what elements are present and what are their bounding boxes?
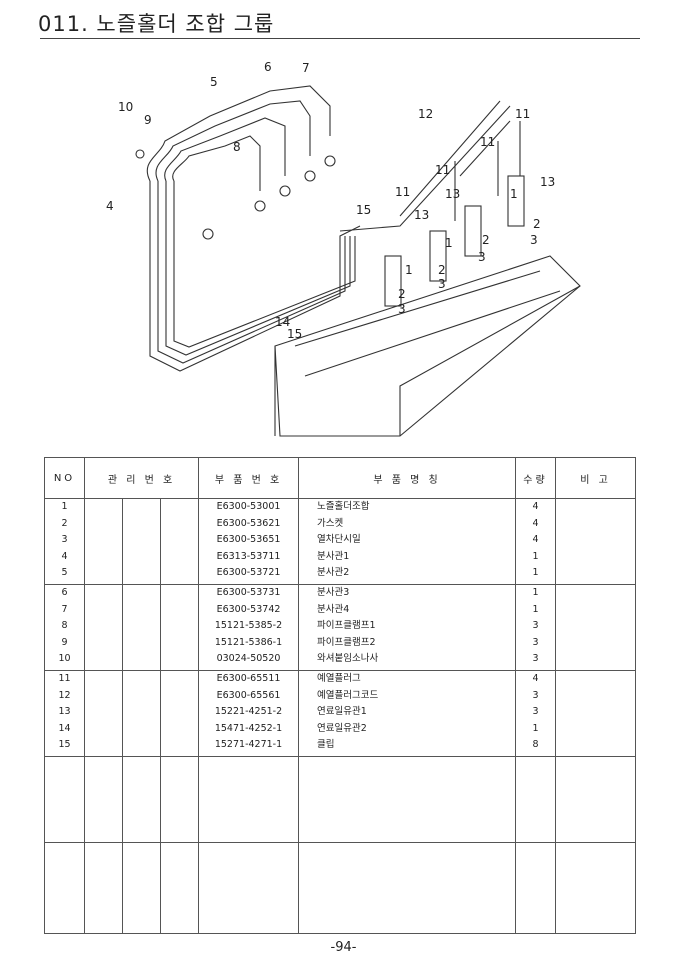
callout-label: 1 — [510, 187, 518, 201]
callout-label: 15 — [356, 203, 371, 217]
table-header-row: NO 관 리 번 호 부 품 번 호 부 품 명 칭 수량 비 고 — [44, 457, 636, 499]
callout-label: 1 — [405, 263, 413, 277]
callout-label: 11 — [480, 135, 495, 149]
callout-label: 14 — [275, 315, 290, 329]
exploded-parts-diagram: 10 9 5 6 7 8 4 12 11 11 13 11 15 13 11 1… — [106, 60, 581, 437]
page-number: -94- — [330, 940, 357, 955]
cylinder-head-outline — [274, 255, 581, 437]
callout-label: 6 — [264, 60, 272, 74]
callout-label: 2 — [438, 263, 446, 277]
callout-label: 10 — [118, 100, 133, 114]
callout-labels: 10 9 5 6 7 8 4 12 11 11 13 11 15 13 11 1… — [106, 60, 555, 341]
callout-label: 13 — [445, 187, 460, 201]
callout-label: 7 — [302, 61, 310, 75]
callout-label: 3 — [530, 233, 538, 247]
callout-label: 3 — [478, 250, 486, 264]
callout-label: 3 — [398, 302, 406, 316]
callout-label: 11 — [395, 185, 410, 199]
callout-label: 4 — [106, 199, 114, 213]
callout-label: 11 — [515, 107, 530, 121]
header-no: NO — [44, 457, 85, 499]
header-mgmt-no: 관 리 번 호 — [84, 457, 199, 499]
title-divider — [40, 38, 640, 39]
callout-label: 9 — [144, 113, 152, 127]
empty-table-row — [44, 756, 636, 843]
callout-label: 1 — [445, 236, 453, 250]
callout-label: 2 — [482, 233, 490, 247]
callout-label: 13 — [414, 208, 429, 222]
header-part-name: 부 품 명 칭 — [298, 457, 516, 499]
callout-label: 5 — [210, 75, 218, 89]
injector-group — [384, 121, 525, 307]
page-title: 011. 노즐홀더 조합 그룹 — [38, 12, 275, 36]
callout-label: 15 — [287, 327, 302, 341]
injection-pipe-bundle — [149, 181, 361, 372]
empty-table-row — [44, 842, 636, 934]
callout-label: 3 — [438, 277, 446, 291]
leak-off-pipe — [339, 105, 511, 232]
header-part-no: 부 품 번 호 — [198, 457, 299, 499]
callout-label: 11 — [435, 163, 450, 177]
header-qty: 수량 — [515, 457, 556, 499]
callout-label: 13 — [540, 175, 555, 189]
callout-label: 8 — [233, 140, 241, 154]
callout-label: 2 — [398, 287, 406, 301]
callout-label: 2 — [533, 217, 541, 231]
header-remark: 비 고 — [555, 457, 636, 499]
callout-label: 12 — [418, 107, 433, 121]
